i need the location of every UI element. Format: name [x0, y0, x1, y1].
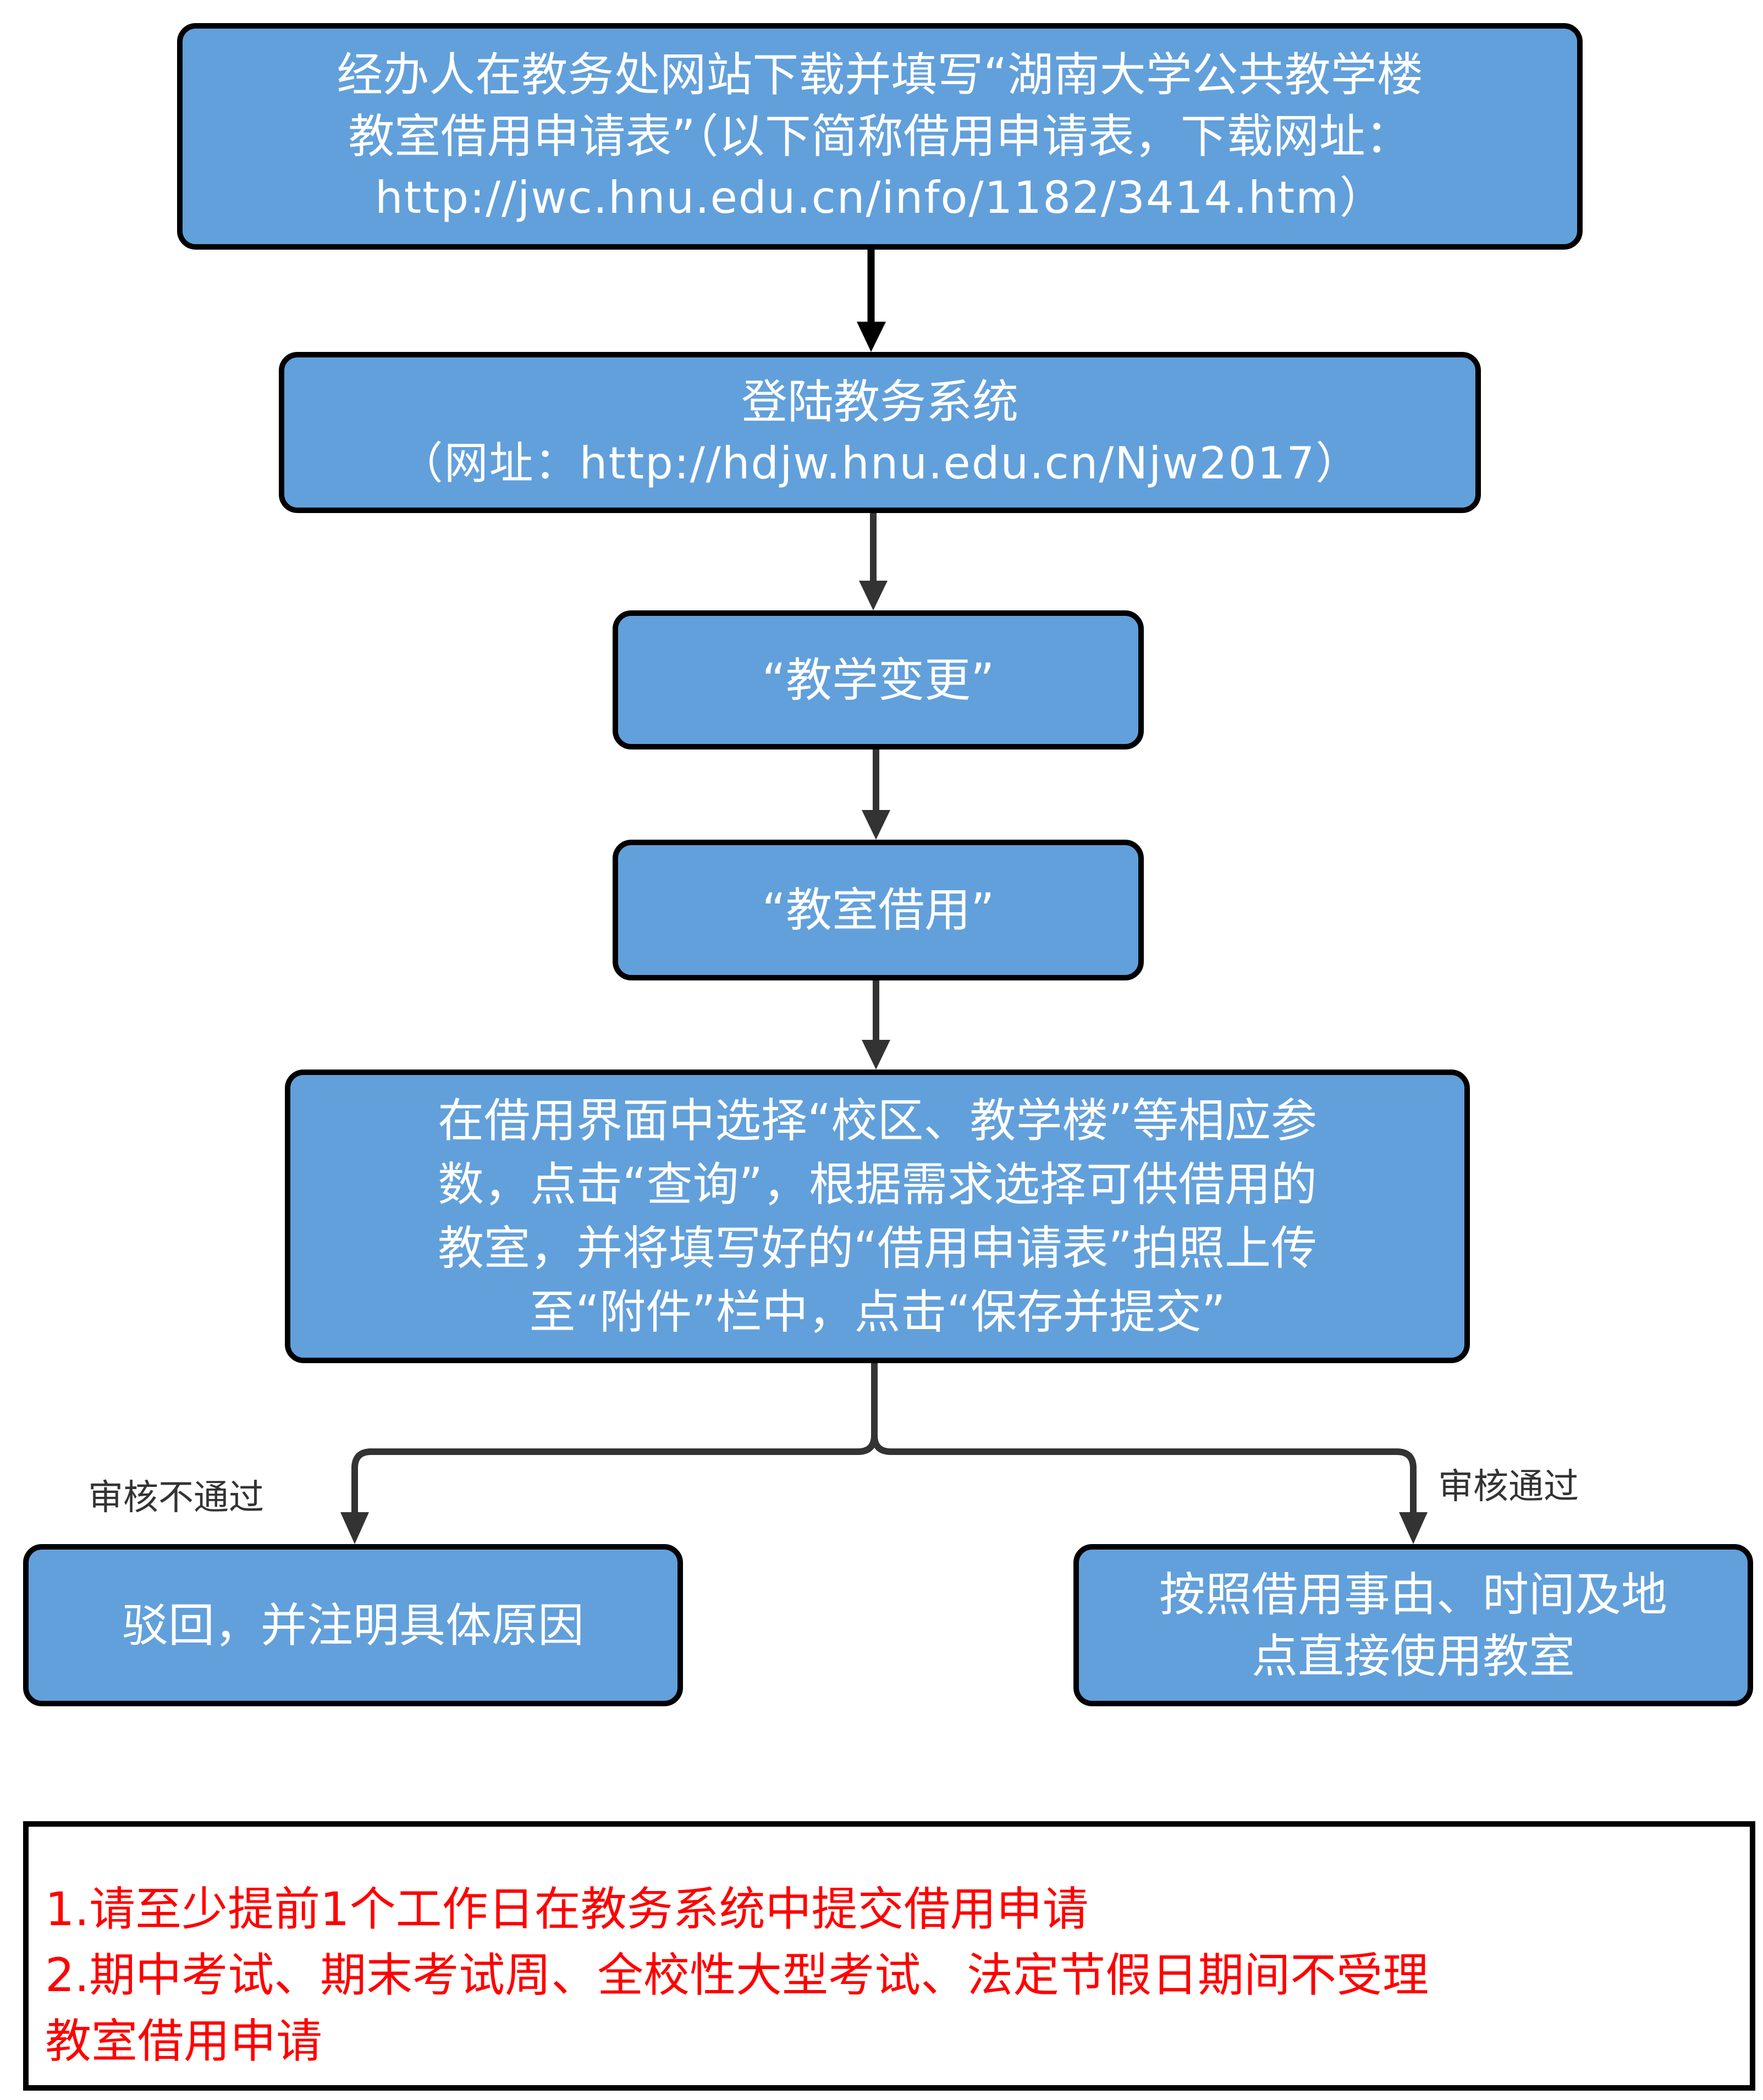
step-text-line: 数，点击“查询”，根据需求选择可供借用的 — [437, 1158, 1318, 1211]
note-line: 2.期中考试、期末考试周、全校性大型考试、法定节假日期间不受理 — [45, 1948, 1429, 2002]
step-text-line: 在借用界面中选择“校区、教学楼”等相应参 — [437, 1094, 1318, 1148]
step-teaching-change: “教学变更” — [613, 610, 1144, 749]
step-text-line: 登陆教务系统 — [741, 374, 1018, 429]
result-text-line: 按照借用事由、时间及地 — [1159, 1567, 1667, 1622]
step-login-system: 登陆教务系统 （网址：http://hdjw.hnu.edu.cn/Njw201… — [279, 352, 1481, 513]
arrow-2-to-3 — [859, 513, 888, 610]
step-text-line: 教室借用申请表”（以下简称借用申请表，下载网址： — [348, 109, 1412, 163]
system-url: （网址：http://hdjw.hnu.edu.cn/Njw2017） — [399, 437, 1361, 489]
step-text-line: 经办人在教务处网站下载并填写“湖南大学公共教学楼 — [337, 48, 1423, 102]
step-select-and-submit: 在借用界面中选择“校区、教学楼”等相应参 数，点击“查询”，根据需求选择可供借用… — [285, 1070, 1470, 1363]
download-url: http://jwc.hnu.edu.cn/info/1182/3414.htm… — [374, 172, 1385, 223]
step-text-line: “教学变更” — [762, 653, 995, 707]
arrow-3-to-4 — [862, 749, 890, 840]
step-classroom-borrow: “教室借用” — [613, 840, 1144, 980]
reject-branch-label: 审核不通过 — [88, 1478, 264, 1518]
notes-box: 1.请至少提前1个工作日在教务系统中提交借用申请 2.期中考试、期末考试周、全校… — [23, 1821, 1755, 2091]
arrow-1-to-2 — [857, 250, 886, 352]
step-text-line: 教室，并将填写好的“借用申请表”拍照上传 — [437, 1221, 1318, 1275]
step-text-line: 至“附件”栏中，点击“保存并提交” — [529, 1285, 1226, 1339]
arrow-4-to-5 — [862, 980, 890, 1070]
result-approved: 按照借用事由、时间及地 点直接使用教室 — [1073, 1544, 1753, 1706]
note-line: 教室借用申请 — [45, 2014, 323, 2068]
step-download-form: 经办人在教务处网站下载并填写“湖南大学公共教学楼 教室借用申请表”（以下简称借用… — [177, 23, 1583, 250]
step-text-line: “教室借用” — [762, 883, 995, 937]
result-text-line: 点直接使用教室 — [1251, 1629, 1575, 1683]
approve-branch-label: 审核通过 — [1438, 1467, 1579, 1507]
branch-connector — [340, 1363, 1428, 1544]
note-line: 1.请至少提前1个工作日在教务系统中提交借用申请 — [45, 1882, 1089, 1936]
result-rejected: 驳回，并注明具体原因 — [23, 1544, 683, 1706]
result-text: 驳回，并注明具体原因 — [122, 1598, 584, 1652]
